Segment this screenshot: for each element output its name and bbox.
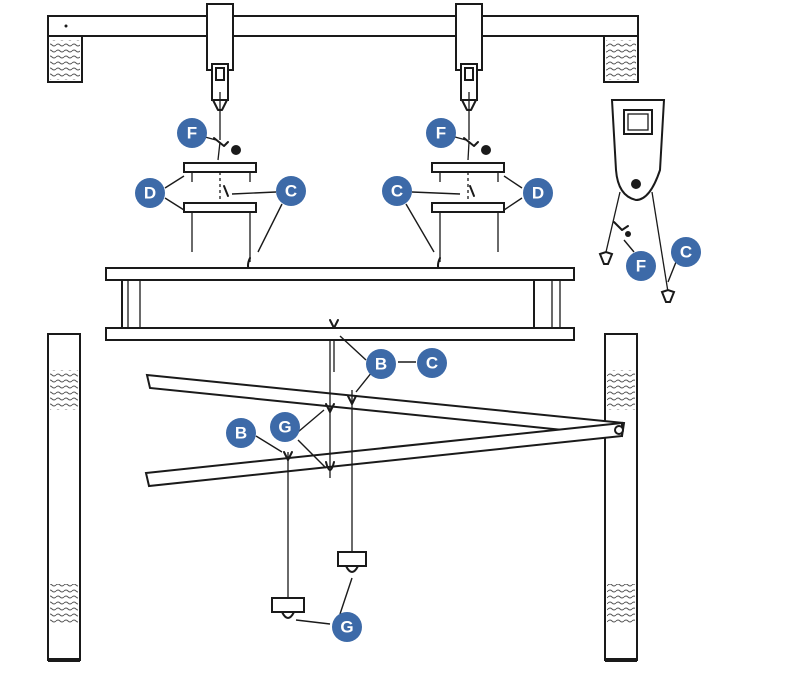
badge-label: F — [636, 257, 646, 276]
badge-C-right: C — [382, 176, 412, 206]
badge-G-lower: G — [332, 612, 362, 642]
pointer-lines — [164, 136, 677, 625]
left-heddle-assembly — [183, 137, 257, 273]
badge-label: C — [680, 243, 692, 262]
pulley-detail — [598, 99, 676, 303]
badge-C-left: C — [276, 176, 306, 206]
lamm-bars — [144, 373, 626, 488]
jack-frame — [105, 267, 575, 372]
badge-label: F — [187, 124, 197, 143]
badge-label: G — [340, 618, 353, 637]
badge-C-lower: C — [417, 348, 447, 378]
badge-B-right: B — [366, 349, 396, 379]
right-pulley-hanger — [455, 3, 483, 140]
left-post — [47, 333, 81, 662]
right-heddle-assembly — [431, 137, 505, 273]
left-pulley-hanger — [206, 3, 234, 140]
badge-label: C — [426, 354, 438, 373]
badge-C-detail: C — [671, 237, 701, 267]
badge-label: C — [391, 182, 403, 201]
cords-and-weights — [271, 340, 367, 619]
badge-label: B — [375, 355, 387, 374]
badge-F-detail: F — [626, 251, 656, 281]
badge-F-right: F — [426, 118, 456, 148]
badge-D-left: D — [135, 178, 165, 208]
badge-label: G — [278, 418, 291, 437]
badge-label: B — [235, 424, 247, 443]
badge-label: C — [285, 182, 297, 201]
badge-B-left: B — [226, 418, 256, 448]
badge-label: D — [532, 184, 544, 203]
badge-F-left: F — [177, 118, 207, 148]
badge-label: F — [436, 124, 446, 143]
right-post — [604, 333, 638, 662]
badge-label: D — [144, 184, 156, 203]
badge-G-upper: G — [270, 412, 300, 442]
badge-D-right: D — [523, 178, 553, 208]
top-beam — [47, 15, 639, 83]
